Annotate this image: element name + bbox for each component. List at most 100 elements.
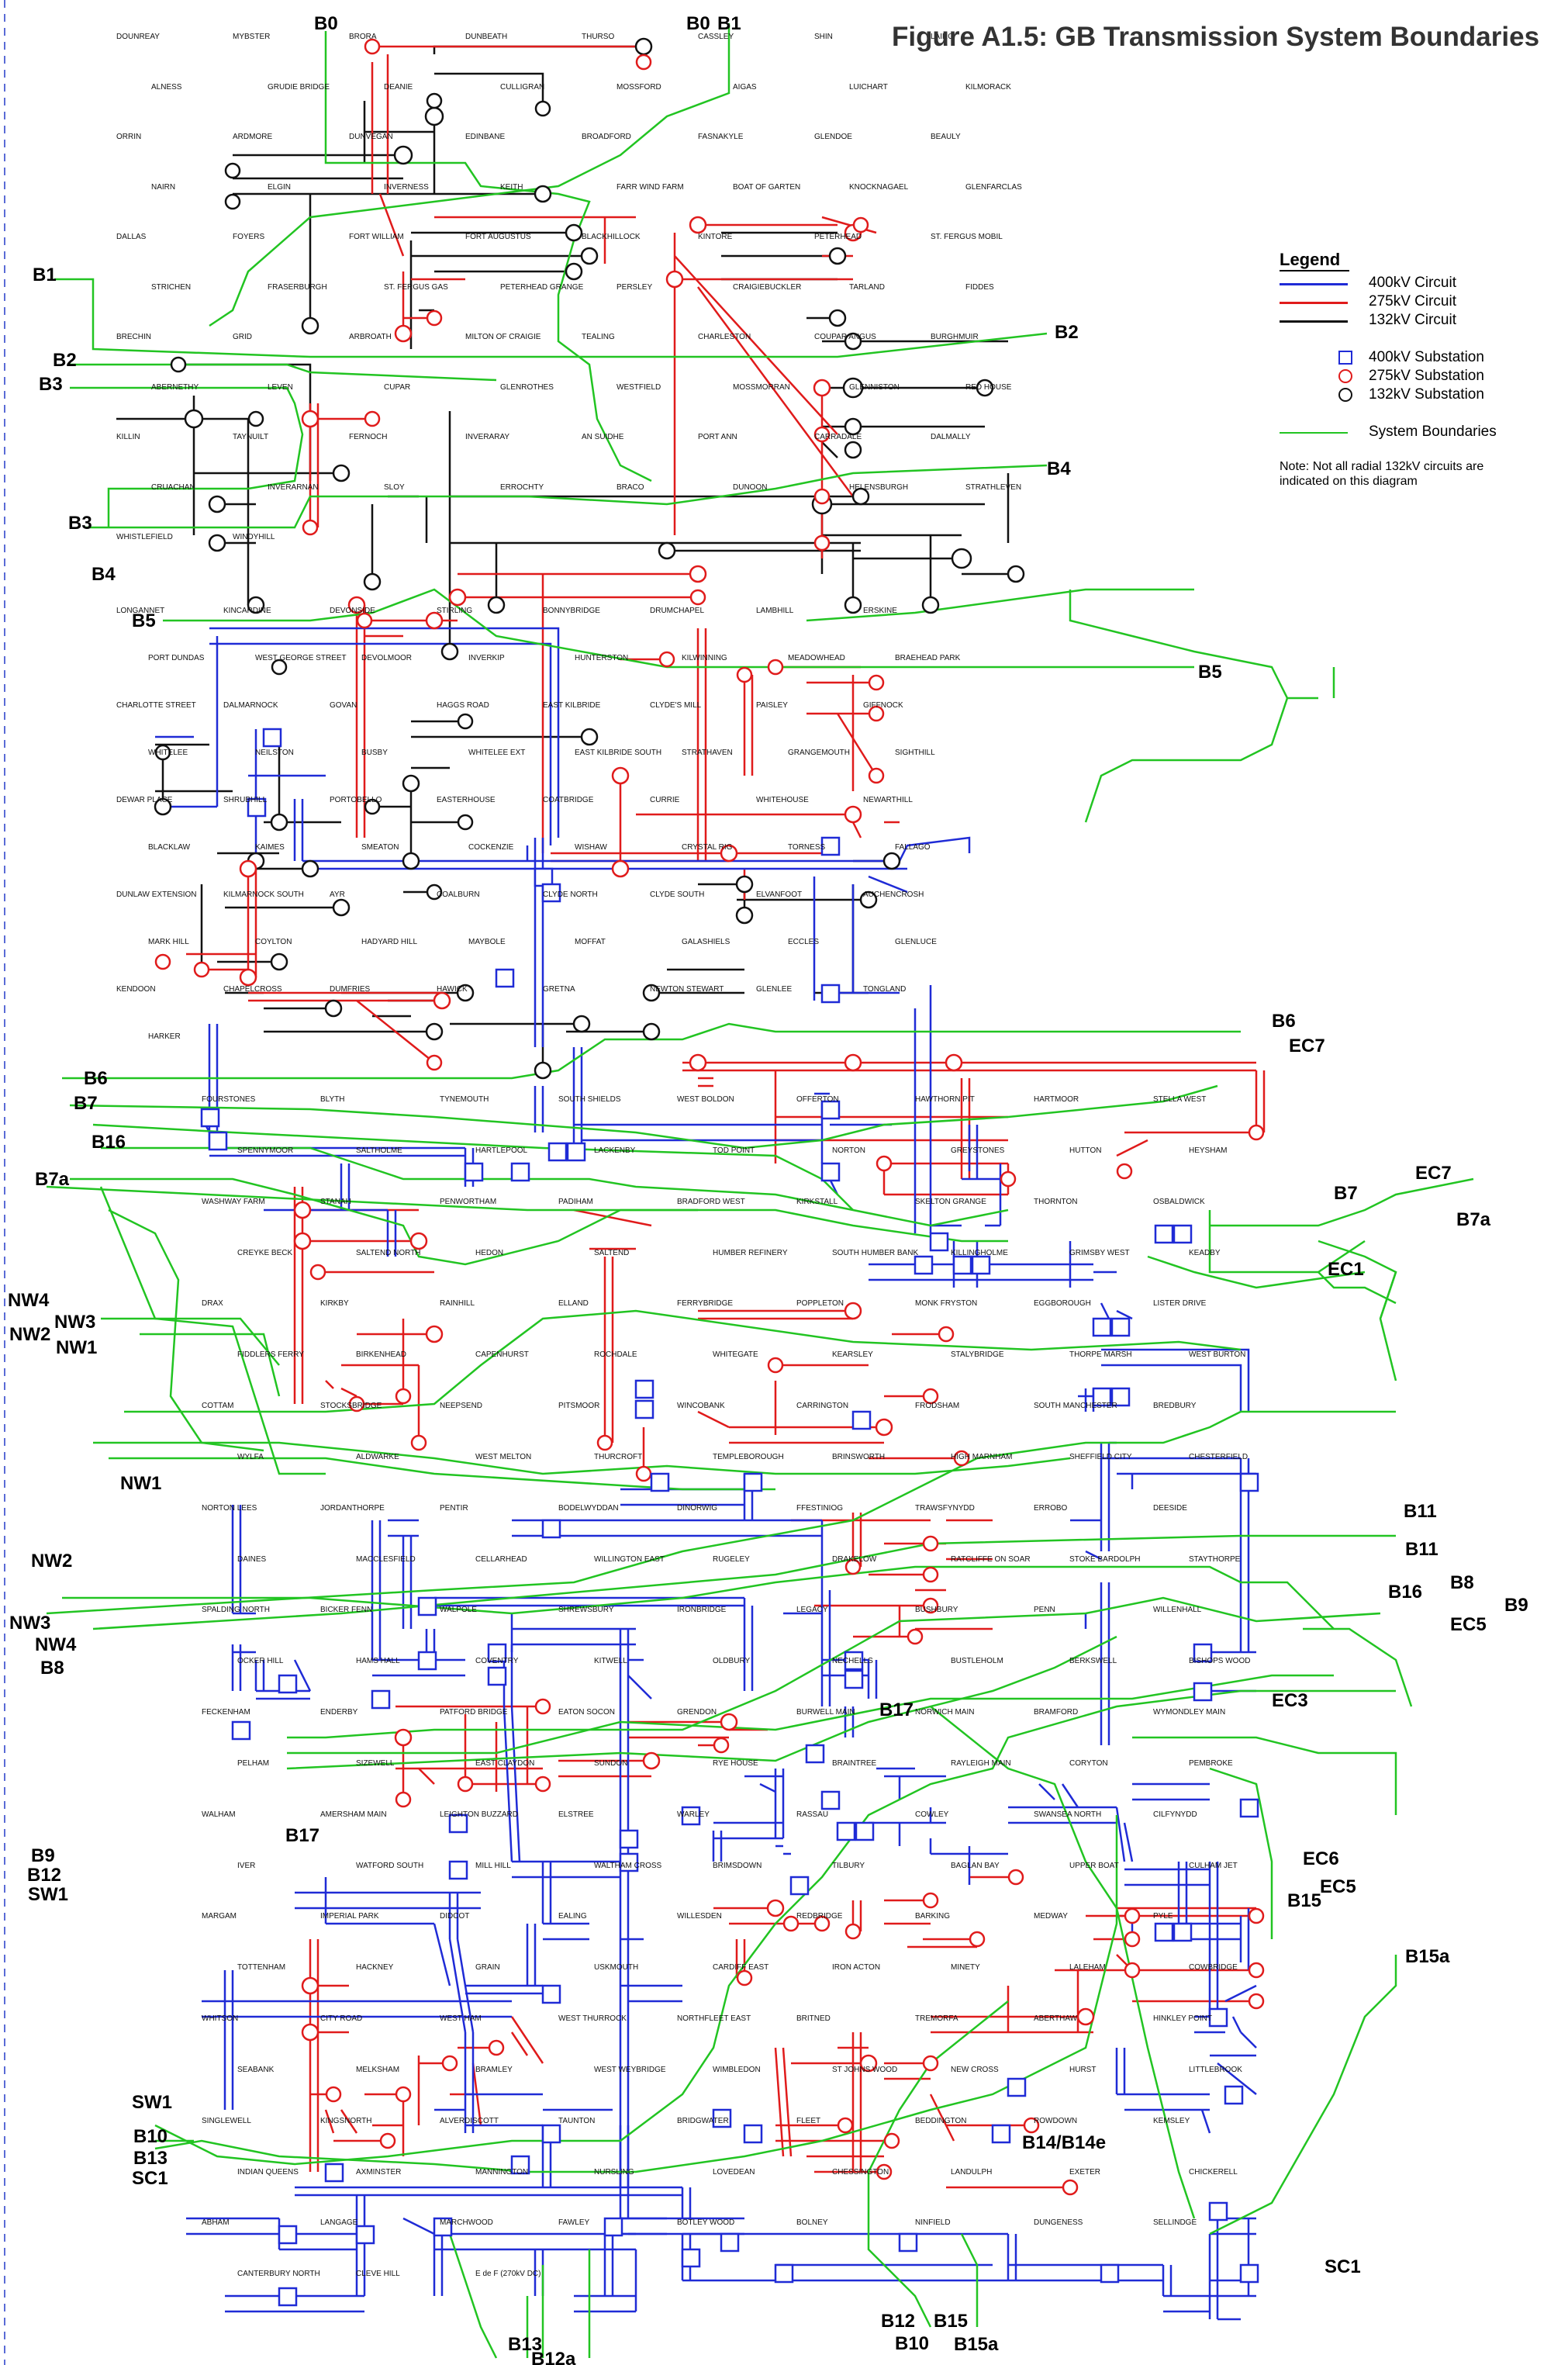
boundary-label: B4 [92, 564, 116, 585]
boundary-label: B6 [1272, 1011, 1296, 1032]
legend-label: System Boundaries [1369, 424, 1497, 440]
substation-label: BUSTLEHOLM [951, 1657, 1003, 1665]
substation-label: LEGACY [796, 1606, 828, 1614]
substation-label: GLENLUCE [895, 938, 937, 946]
substation-label: WATFORD SOUTH [356, 1862, 423, 1870]
substation-label: PYLE [1153, 1912, 1173, 1921]
substation-label: WINDYHILL [233, 533, 275, 541]
boundary-label: B7 [1334, 1183, 1358, 1204]
legend-circle-swatch [1338, 388, 1352, 402]
substation-label: WALPOLE [440, 1606, 477, 1614]
substation-label: PORT DUNDAS [148, 654, 205, 662]
substation-label: ERROCHTY [500, 483, 544, 492]
substation-label: MACCLESFIELD [356, 1555, 416, 1564]
substation-label: KEADBY [1189, 1249, 1221, 1257]
substation-label: NEWARTHILL [863, 796, 913, 804]
substation-label: BURWELL MAIN [796, 1708, 855, 1717]
substation-label: MEADOWHEAD [788, 654, 845, 662]
substation-label: CHICKERELL [1189, 2168, 1238, 2177]
substation-label: SIGHTHILL [895, 749, 935, 757]
boundary-label: B12 [881, 2311, 915, 2332]
boundary-label: B14/B14e [1022, 2132, 1106, 2153]
boundary-label: B10 [133, 2126, 168, 2147]
substation-label: HAWTHORN PIT [915, 1095, 975, 1104]
substation-label: MARK HILL [148, 938, 189, 946]
substation-label: CHESSINGTON [832, 2168, 889, 2177]
substation-label: FFESTINIOG [796, 1504, 843, 1513]
substation-label: BODELWYDDAN [558, 1504, 619, 1513]
substation-label: DAINES [237, 1555, 267, 1564]
boundary-label: NW2 [31, 1551, 72, 1571]
substation-label: NORWICH MAIN [915, 1708, 974, 1717]
boundary-label: B9 [31, 1845, 55, 1866]
substation-label: GOVAN [330, 701, 357, 710]
substation-label: MOSSMORRAN [733, 383, 790, 392]
legend-item: 132kV Circuit [1280, 312, 1566, 330]
substation-label: FARR WIND FARM [616, 183, 684, 192]
boundary-label: NW4 [8, 1290, 50, 1311]
substation-label: FRODSHAM [915, 1402, 959, 1410]
substation-label: CILFYNYDD [1153, 1810, 1197, 1819]
substation-label: TRAWSFYNYDD [915, 1504, 975, 1513]
substation-label: WESTFIELD [616, 383, 661, 392]
substation-label: TAUNTON [558, 2117, 595, 2125]
substation-label: RASSAU [796, 1810, 828, 1819]
boundary-label: B11 [1405, 1539, 1438, 1560]
substation-label: MYBSTER [233, 33, 270, 41]
substation-label: NURSLING [594, 2168, 634, 2177]
substation-label: EAST KILBRIDE SOUTH [575, 749, 661, 757]
substation-label: KNOCKNAGAEL [849, 183, 909, 192]
legend-line-swatch [1280, 283, 1348, 285]
substation-label: WYMONDLEY MAIN [1153, 1708, 1225, 1717]
substation-label: HARKER [148, 1032, 181, 1041]
substation-label: DALMALLY [931, 433, 971, 441]
substation-label: MARCHWOOD [440, 2218, 493, 2227]
substation-label: BONNYBRIDGE [543, 607, 600, 615]
substation-label: COUPAR ANGUS [814, 333, 876, 341]
substation-label: LONGANNET [116, 607, 164, 615]
boundary-label: NW2 [9, 1324, 50, 1345]
substation-label: BRIMSDOWN [713, 1862, 762, 1870]
substation-label: SIZEWELL [356, 1759, 395, 1768]
substation-label: UPPER BOAT [1069, 1862, 1119, 1870]
substation-label: COCKENZIE [468, 843, 514, 852]
substation-label: KEITH [500, 183, 523, 192]
substation-label: GLENROTHES [500, 383, 554, 392]
substation-label: ALDWARKE [356, 1453, 399, 1461]
boundary-label: B12a [531, 2349, 576, 2365]
substation-label: KILLIN [116, 433, 140, 441]
substation-label: TARLAND [849, 283, 885, 292]
boundary-label: NW1 [56, 1337, 97, 1358]
boundary-label: B16 [92, 1132, 126, 1153]
substation-label: DRUMCHAPEL [650, 607, 704, 615]
legend-circle-swatch [1338, 369, 1352, 383]
substation-label: RED HOUSE [965, 383, 1012, 392]
substation-label: MONK FRYSTON [915, 1299, 977, 1308]
substation-label: TAYNUILT [233, 433, 268, 441]
substation-label: COWBRIDGE [1189, 1963, 1238, 1972]
substation-label: STALYBRIDGE [951, 1350, 1004, 1359]
substation-label: CELLARHEAD [475, 1555, 527, 1564]
substation-label: DIDCOT [440, 1912, 469, 1921]
substation-label: PENTIR [440, 1504, 468, 1513]
substation-label: WHITEGATE [713, 1350, 758, 1359]
substation-label: GRAIN [475, 1963, 500, 1972]
substation-label: ARDMORE [233, 133, 272, 141]
substation-label: GREYSTONES [951, 1146, 1005, 1155]
substation-label: STIRLING [437, 607, 472, 615]
legend-item: 275kV Substation [1280, 368, 1566, 386]
substation-label: CRYSTAL RIG [682, 843, 733, 852]
substation-label: FLEET [796, 2117, 820, 2125]
substation-label: WEST BURTON [1189, 1350, 1245, 1359]
boundary-label: B6 [84, 1068, 108, 1089]
boundary-label: B5 [132, 610, 156, 631]
substation-label: EXETER [1069, 2168, 1100, 2177]
boundary-label: B12 [27, 1865, 61, 1886]
substation-label: KINTORE [698, 233, 733, 241]
substation-label: INVERNESS [384, 183, 429, 192]
boundary-label: B9 [1504, 1595, 1528, 1616]
substation-label: DINORWIG [677, 1504, 717, 1513]
substation-label: TORNESS [788, 843, 825, 852]
